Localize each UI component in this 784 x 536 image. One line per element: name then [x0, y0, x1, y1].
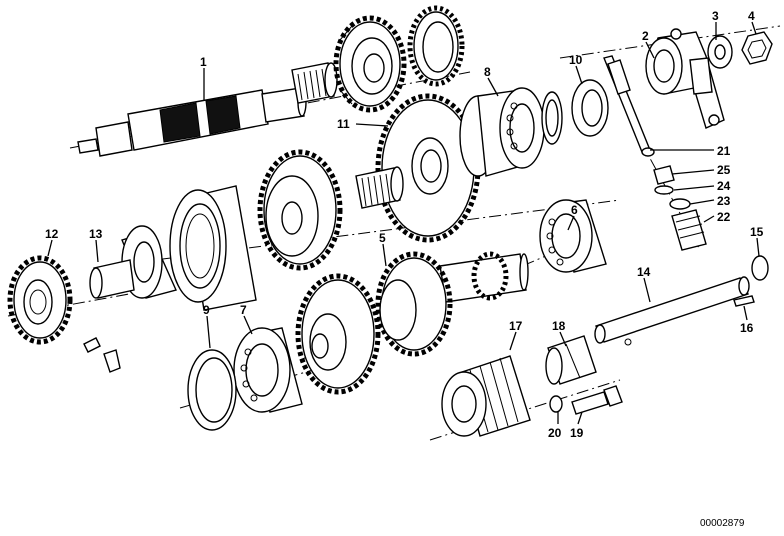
callout-8: 8	[484, 65, 491, 79]
ball-bearing-8	[459, 87, 545, 177]
callout-23: 23	[717, 194, 731, 208]
pin-16	[733, 295, 755, 307]
callout-13: 13	[89, 227, 103, 241]
nut-4	[741, 31, 773, 65]
ball-bearing-6	[539, 199, 607, 273]
needle-bearing-top	[291, 62, 338, 104]
speedo-gear-17	[441, 355, 531, 437]
washer-3	[707, 35, 733, 69]
spacer-disc-8	[541, 91, 563, 145]
callout-24: 24	[717, 179, 731, 193]
callout-14: 14	[637, 265, 651, 279]
ball-bearing-7	[233, 327, 303, 413]
callout-10: 10	[569, 53, 583, 67]
callout-3: 3	[712, 9, 719, 23]
output-flange	[645, 28, 725, 129]
callout-17: 17	[509, 319, 523, 333]
callout-7: 7	[240, 303, 247, 317]
leader-lines	[47, 21, 760, 425]
callout-25: 25	[717, 163, 731, 177]
ring-24	[654, 185, 674, 195]
gear-sleeve-22	[671, 209, 707, 251]
callout-15: 15	[750, 225, 764, 239]
circlip-23	[669, 198, 691, 210]
top-gear	[333, 15, 407, 113]
synchro-ring-top	[407, 5, 465, 87]
callout-labels: 1 2 3 4 5 6 7 8 9 10 11 12 13 14 15 16 1…	[45, 9, 764, 440]
needle-bearing-middle	[355, 166, 404, 209]
callout-11: 11	[337, 117, 350, 131]
reference-number: 00002879	[700, 518, 745, 529]
washer-20	[549, 395, 563, 413]
callout-6: 6	[571, 203, 578, 217]
callout-21: 21	[717, 144, 731, 158]
callout-18: 18	[552, 319, 566, 333]
callout-19: 19	[570, 426, 584, 440]
spacer-sleeve-13	[89, 259, 135, 299]
callout-12: 12	[45, 227, 59, 241]
callout-2: 2	[642, 29, 649, 43]
sliding-sleeve	[169, 185, 257, 311]
middle-gear	[257, 149, 343, 271]
callout-20: 20	[548, 426, 562, 440]
callout-4: 4	[748, 9, 755, 23]
bolt-19	[571, 385, 623, 415]
seal-ring-10	[571, 79, 609, 137]
shim-ring-9	[187, 349, 237, 431]
countershaft-cluster	[295, 251, 529, 395]
bushing-25	[653, 165, 675, 185]
main-shaft	[77, 87, 307, 157]
shaft-14	[594, 276, 750, 346]
callout-22: 22	[717, 210, 731, 224]
large-gear	[375, 93, 481, 243]
callout-9: 9	[203, 303, 210, 317]
callout-5: 5	[379, 231, 386, 245]
callout-16: 16	[740, 321, 754, 335]
gear-12	[7, 255, 121, 373]
sleeve-18	[545, 335, 597, 385]
circlip-15	[751, 255, 769, 281]
callout-1: 1	[200, 55, 207, 69]
